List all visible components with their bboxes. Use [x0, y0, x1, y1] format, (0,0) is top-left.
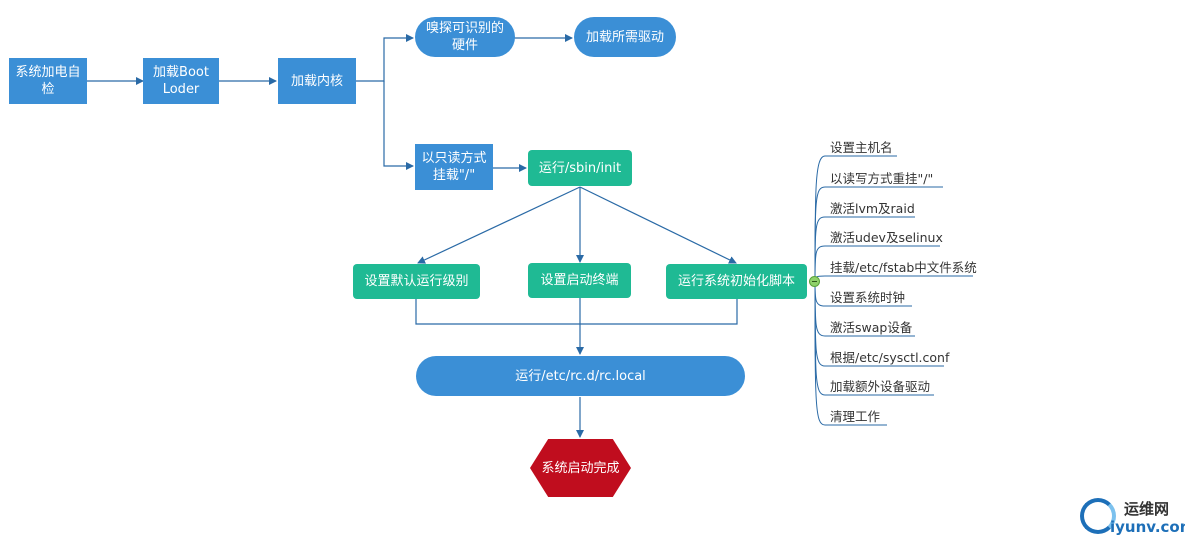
- init-task-10: 清理工作: [830, 409, 881, 424]
- site-logo: 运维网 iyunv.com: [1080, 494, 1185, 540]
- node-load-drivers: 加载所需驱动: [574, 17, 676, 57]
- init-task-8: 根据/etc/sysctl.conf: [830, 350, 950, 365]
- arrow-init-to-scripts: [579, 186, 737, 264]
- branch-task-4: [814, 245, 940, 282]
- node-probe-hardware-label: 嗅探可识别的硬件: [425, 21, 504, 53]
- logo-cn-text: 运维网: [1124, 500, 1170, 518]
- node-mount-root-label: 以只读方式挂载"/": [421, 151, 487, 183]
- node-bootloader: 加载Boot Loder: [143, 58, 219, 104]
- node-init-scripts: 运行系统初始化脚本: [666, 264, 807, 299]
- node-rc-local-label: 运行/etc/rc.d/rc.local: [515, 368, 646, 384]
- arrow-init-to-runlevel: [417, 186, 581, 264]
- node-bootloader-label: 加载Boot Loder: [153, 65, 209, 97]
- node-runlevel-label: 设置默认运行级别: [364, 274, 469, 289]
- node-run-init: 运行/sbin/init: [528, 150, 632, 186]
- arrow-kernel-to-mount: [383, 81, 414, 170]
- init-task-5: 挂载/etc/fstab中文件系统: [830, 260, 977, 275]
- init-task-7: 激活swap设备: [830, 320, 913, 335]
- branch-task-10: [814, 280, 887, 426]
- node-terminal-label: 设置启动终端: [540, 273, 619, 288]
- init-task-4: 激活udev及selinux: [830, 230, 943, 245]
- node-run-init-label: 运行/sbin/init: [538, 160, 622, 176]
- init-task-2: 以读写方式重挂"/": [830, 171, 934, 186]
- collapse-toggle-icon[interactable]: [809, 276, 820, 287]
- logo-en-text: iyunv.com: [1110, 518, 1185, 536]
- logo-ring-icon: [1080, 498, 1116, 534]
- init-task-3: 激活lvm及raid: [830, 201, 915, 216]
- node-init-scripts-label: 运行系统初始化脚本: [677, 274, 795, 289]
- branch-task-5: [814, 275, 973, 282]
- node-power-on: 系统加电自检: [9, 58, 87, 104]
- init-task-6: 设置系统时钟: [830, 290, 906, 305]
- node-rc-local: 运行/etc/rc.d/rc.local: [416, 356, 745, 396]
- init-task-1: 设置主机名: [830, 140, 893, 155]
- node-boot-complete-label: 系统启动完成: [541, 460, 620, 476]
- merge-line: [415, 298, 738, 325]
- node-terminal: 设置启动终端: [528, 263, 631, 298]
- node-boot-complete: 系统启动完成: [530, 439, 631, 497]
- node-probe-hardware: 嗅探可识别的硬件: [415, 17, 515, 57]
- init-task-9: 加载额外设备驱动: [830, 379, 931, 394]
- node-load-drivers-label: 加载所需驱动: [585, 29, 664, 45]
- node-runlevel: 设置默认运行级别: [353, 264, 480, 299]
- node-kernel: 加载内核: [278, 58, 356, 104]
- arrow-kernel-to-probe: [356, 34, 414, 82]
- node-power-on-label: 系统加电自检: [15, 65, 81, 97]
- node-kernel-label: 加载内核: [290, 73, 343, 89]
- node-mount-root: 以只读方式挂载"/": [415, 144, 493, 190]
